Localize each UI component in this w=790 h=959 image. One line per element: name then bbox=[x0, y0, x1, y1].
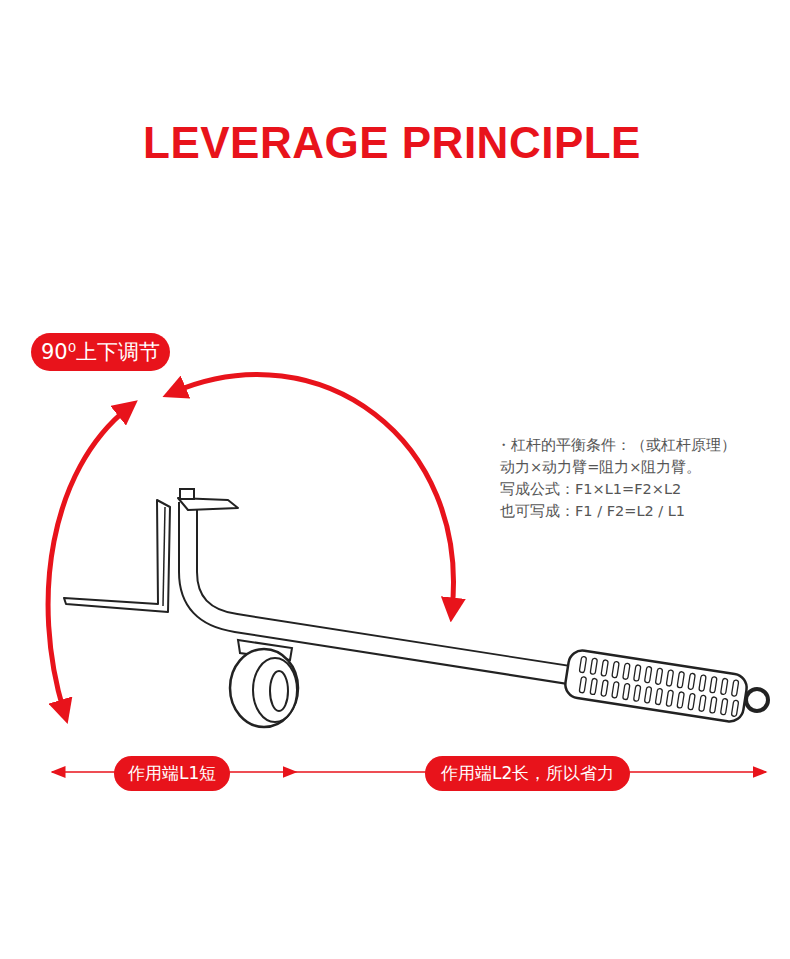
adjust-tag: 90⁰上下调节 bbox=[31, 333, 170, 371]
knurl-ridge bbox=[666, 690, 673, 707]
tag-text: 作用端L2长，所以省力 bbox=[441, 762, 614, 785]
knurl-ridge bbox=[677, 692, 684, 709]
knurl-ridge bbox=[579, 677, 586, 694]
knurl-ridge bbox=[699, 675, 706, 692]
knurl-ridge bbox=[655, 688, 662, 705]
knurl-ridge bbox=[731, 680, 738, 697]
knurl-ridge bbox=[688, 673, 695, 690]
tag-text: 作用端L1短 bbox=[128, 762, 216, 785]
long-arm-tag: 作用端L2长，所以省力 bbox=[425, 756, 630, 791]
knurl-ridge bbox=[590, 678, 597, 695]
page-title: LEVERAGE PRINCIPLE bbox=[143, 118, 641, 168]
short-arm-tag: 作用端L1短 bbox=[114, 756, 230, 791]
knurl-ridge bbox=[677, 671, 684, 688]
knurl-ridge bbox=[579, 656, 586, 673]
rubber-grip bbox=[563, 649, 748, 724]
knurl-ridge bbox=[688, 693, 695, 710]
hanging-ring bbox=[746, 689, 768, 711]
wheel bbox=[230, 649, 298, 727]
knurl-ridge bbox=[720, 698, 727, 715]
knurl-ridge bbox=[601, 680, 608, 697]
rotation-arc bbox=[48, 408, 128, 712]
knurl-ridge bbox=[623, 663, 630, 680]
formula-note: 动力×动力臂=阻力×阻力臂。 bbox=[500, 457, 701, 477]
knurl-ridge bbox=[612, 682, 619, 699]
knurl-ridge bbox=[655, 668, 662, 685]
formula-note: 也可写成：F1 / F2=L2 / L1 bbox=[500, 501, 685, 521]
knurl-ridge bbox=[612, 661, 619, 678]
knurl-ridge bbox=[601, 660, 608, 677]
knurl-ridge bbox=[644, 687, 651, 704]
knurl-ridge bbox=[633, 685, 640, 702]
knurl-ridge bbox=[710, 676, 717, 693]
knurl-ridge bbox=[721, 678, 728, 695]
knurl-ridge bbox=[699, 695, 706, 712]
knurl-ridge bbox=[623, 683, 630, 700]
formula-note: 写成公式：F1×L1=F2×L2 bbox=[500, 479, 681, 499]
formula-note: ・杠杆的平衡条件：（或杠杆原理） bbox=[496, 435, 736, 455]
knurl-ridge bbox=[634, 665, 641, 682]
knurl-ridge bbox=[644, 666, 651, 683]
knurl-ridge bbox=[731, 700, 738, 717]
tag-text: 90⁰上下调节 bbox=[41, 338, 160, 366]
rotation-arc bbox=[174, 375, 453, 610]
knurl-ridge bbox=[710, 697, 717, 714]
lifting-bracket bbox=[64, 500, 170, 612]
knurl-ridge bbox=[666, 670, 673, 687]
knurl-ridge bbox=[590, 658, 597, 675]
